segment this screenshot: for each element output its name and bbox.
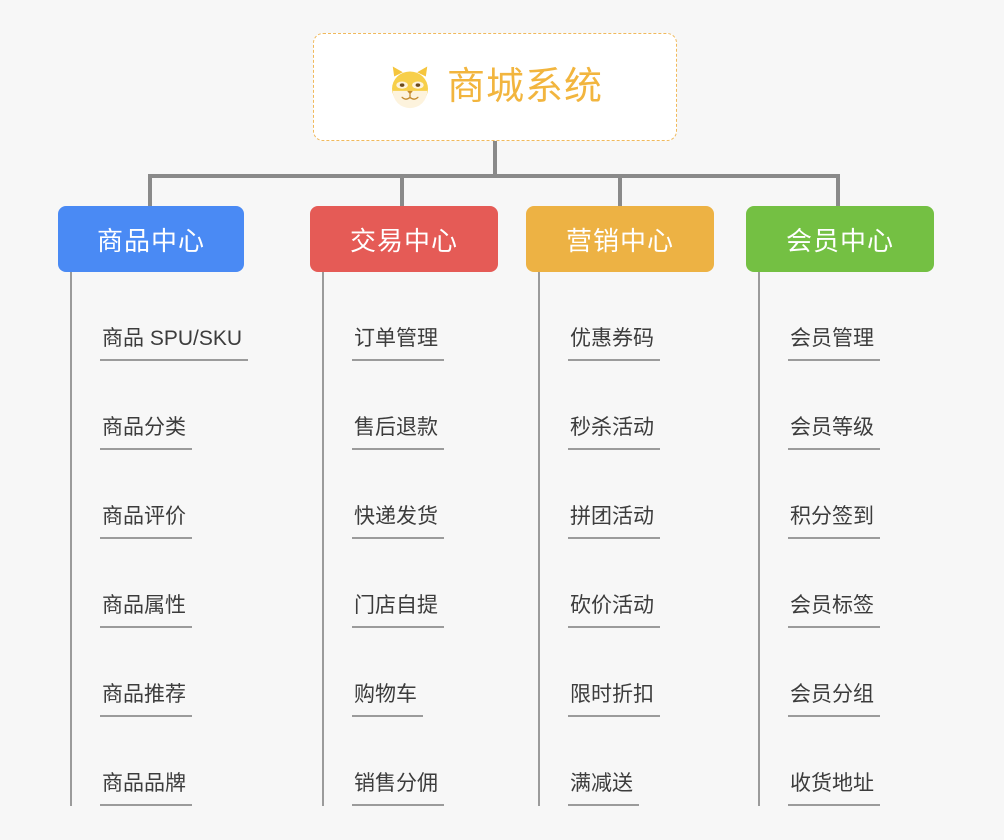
child-label: 限时折扣: [568, 683, 660, 717]
list-item[interactable]: 订单管理: [324, 272, 498, 361]
child-label: 秒杀活动: [568, 416, 660, 450]
list-item[interactable]: 商品属性: [72, 539, 248, 628]
child-label: 售后退款: [352, 416, 444, 450]
list-item[interactable]: 商品 SPU/SKU: [72, 272, 249, 361]
list-item[interactable]: 满减送: [540, 717, 714, 806]
child-label: 会员等级: [788, 416, 880, 450]
child-label: 购物车: [352, 683, 423, 717]
child-label: 销售分佣: [352, 772, 444, 806]
connector-root-stem: [493, 141, 497, 177]
branch-column-2: 交易中心 订单管理 售后退款 快递发货 门店自提 购物车 销售分佣: [310, 206, 498, 806]
branch-header-4[interactable]: 会员中心: [746, 206, 934, 272]
root-title: 商城系统: [446, 66, 603, 108]
child-label: 商品推荐: [100, 683, 192, 717]
list-item[interactable]: 销售分佣: [324, 717, 498, 806]
child-label: 满减送: [568, 772, 639, 806]
branch-children-3: 优惠券码 秒杀活动 拼团活动 砍价活动 限时折扣 满减送: [538, 272, 714, 806]
child-label: 会员管理: [788, 327, 880, 361]
child-label: 拼团活动: [568, 505, 660, 539]
branch-header-2[interactable]: 交易中心: [310, 206, 498, 272]
list-item[interactable]: 商品品牌: [72, 717, 248, 806]
child-label: 门店自提: [352, 594, 444, 628]
root-node[interactable]: 商城系统: [313, 33, 677, 141]
branch-header-3[interactable]: 营销中心: [526, 206, 714, 272]
child-label: 商品分类: [100, 416, 192, 450]
list-item[interactable]: 秒杀活动: [540, 361, 714, 450]
connector-drop-4: [836, 174, 840, 206]
branch-children-1: 商品 SPU/SKU 商品分类 商品评价 商品属性 商品推荐 商品品牌: [70, 272, 249, 806]
connector-horizontal-bus: [148, 174, 840, 178]
child-label: 积分签到: [788, 505, 880, 539]
list-item[interactable]: 优惠券码: [540, 272, 714, 361]
child-label: 会员分组: [788, 683, 880, 717]
child-label: 订单管理: [352, 327, 444, 361]
list-item[interactable]: 门店自提: [324, 539, 498, 628]
list-item[interactable]: 会员标签: [760, 539, 934, 628]
list-item[interactable]: 商品评价: [72, 450, 248, 539]
list-item[interactable]: 收货地址: [760, 717, 934, 806]
list-item[interactable]: 会员管理: [760, 272, 934, 361]
list-item[interactable]: 拼团活动: [540, 450, 714, 539]
connector-drop-1: [148, 174, 152, 206]
child-label: 商品属性: [100, 594, 192, 628]
list-item[interactable]: 商品推荐: [72, 628, 248, 717]
branch-children-4: 会员管理 会员等级 积分签到 会员标签 会员分组 收货地址: [758, 272, 934, 806]
child-label: 商品品牌: [100, 772, 192, 806]
list-item[interactable]: 会员等级: [760, 361, 934, 450]
branch-header-1[interactable]: 商品中心: [58, 206, 244, 272]
list-item[interactable]: 积分签到: [760, 450, 934, 539]
list-item[interactable]: 售后退款: [324, 361, 498, 450]
child-label: 商品评价: [100, 505, 192, 539]
list-item[interactable]: 商品分类: [72, 361, 248, 450]
branch-column-3: 营销中心 优惠券码 秒杀活动 拼团活动 砍价活动 限时折扣 满减送: [526, 206, 714, 806]
branch-column-1: 商品中心 商品 SPU/SKU 商品分类 商品评价 商品属性 商品推荐 商品品牌: [58, 206, 249, 806]
child-label: 收货地址: [788, 772, 880, 806]
child-label: 快递发货: [352, 505, 444, 539]
child-label: 会员标签: [788, 594, 880, 628]
list-item[interactable]: 会员分组: [760, 628, 934, 717]
connector-drop-3: [618, 174, 622, 206]
child-label: 优惠券码: [568, 327, 660, 361]
list-item[interactable]: 限时折扣: [540, 628, 714, 717]
list-item[interactable]: 砍价活动: [540, 539, 714, 628]
list-item[interactable]: 快递发货: [324, 450, 498, 539]
child-label: 商品 SPU/SKU: [100, 327, 249, 361]
branch-children-2: 订单管理 售后退款 快递发货 门店自提 购物车 销售分佣: [322, 272, 498, 806]
connector-drop-2: [400, 174, 404, 206]
child-label: 砍价活动: [568, 594, 660, 628]
list-item[interactable]: 购物车: [324, 628, 498, 717]
shiba-dog-face-icon: [387, 65, 433, 111]
branch-column-4: 会员中心 会员管理 会员等级 积分签到 会员标签 会员分组 收货地址: [746, 206, 934, 806]
